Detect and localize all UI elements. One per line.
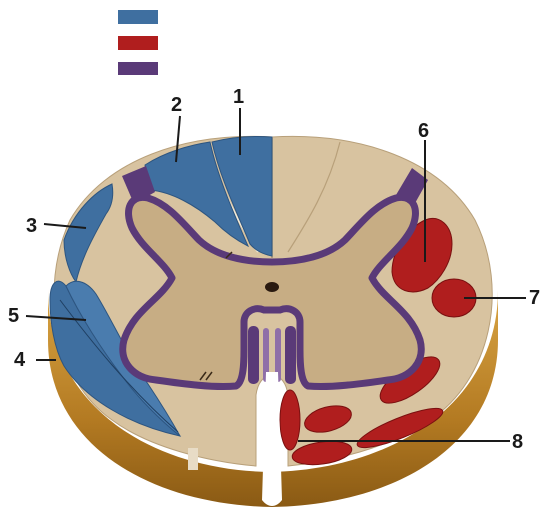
- fissure-edge-mark: [188, 448, 198, 470]
- anterior-corticospinal-tract: [280, 390, 300, 450]
- label-2: 2: [171, 94, 182, 116]
- label-3: 3: [26, 215, 37, 237]
- legend: [118, 10, 158, 75]
- legend-swatch-red: [118, 36, 158, 50]
- label-5: 5: [8, 305, 19, 327]
- label-8: 8: [512, 431, 523, 453]
- label-7: 7: [529, 287, 540, 309]
- right-anterior-commissure-column: [285, 326, 296, 384]
- legend-swatch-blue: [118, 10, 158, 24]
- legend-swatch-purple: [118, 62, 158, 75]
- label-1: 1: [233, 86, 244, 108]
- label-6: 6: [418, 120, 429, 142]
- label-4: 4: [14, 349, 26, 371]
- left-anterior-commissure-column: [248, 326, 259, 384]
- anterior-median-fissure: [262, 372, 282, 506]
- central-canal: [265, 282, 279, 292]
